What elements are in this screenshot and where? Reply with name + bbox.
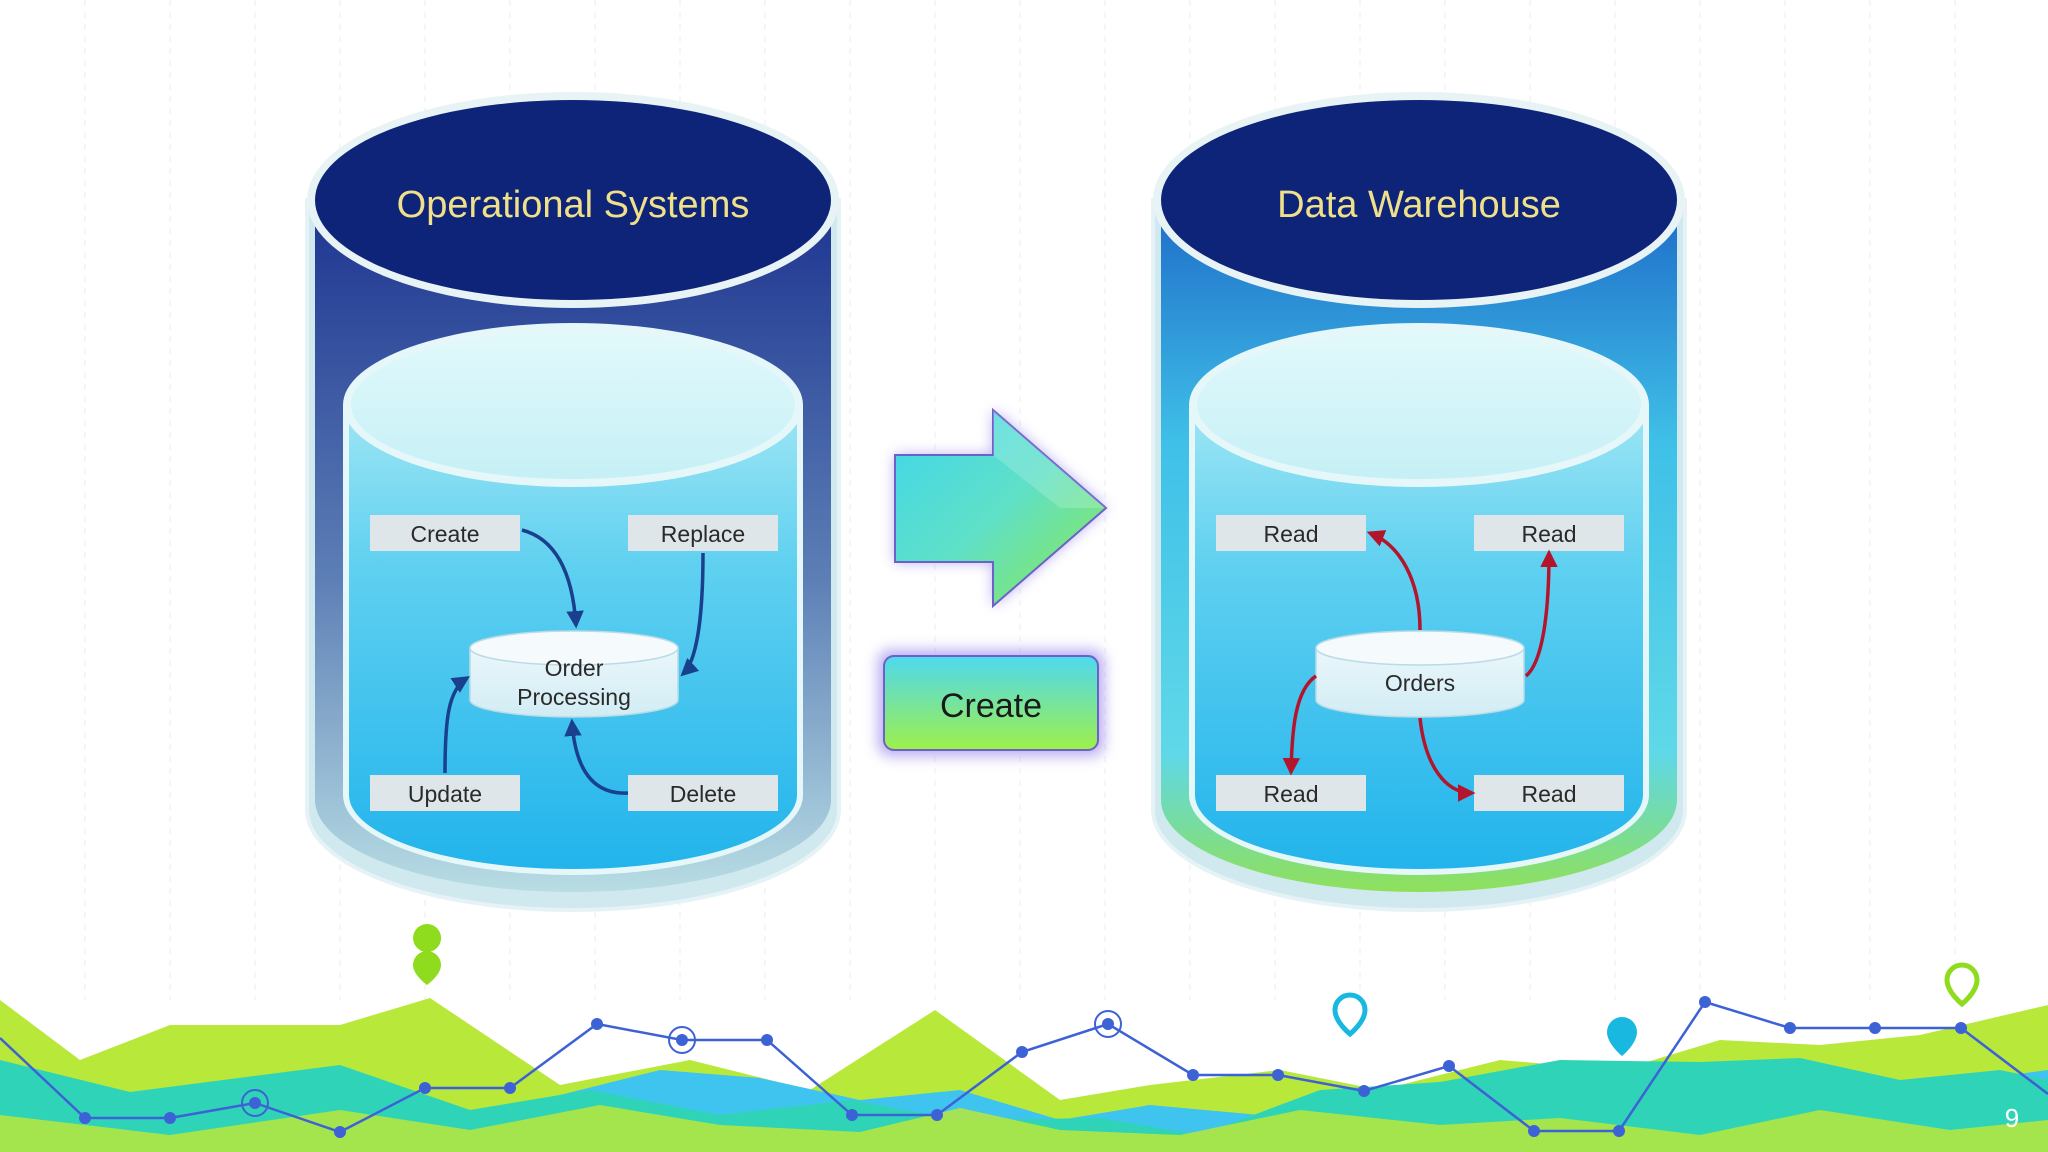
create-button-label: Create xyxy=(940,687,1042,725)
operational-systems-cap xyxy=(315,100,831,300)
read-box-top-left-label: Read xyxy=(1264,521,1319,547)
pin-cyan-outline-icon xyxy=(1332,992,1368,1038)
footer-decoration: 9 xyxy=(0,924,2048,1152)
delete-to-order-arrow xyxy=(564,718,629,795)
trend-highlight-rings xyxy=(241,1010,1122,1117)
delete-box: Delete xyxy=(628,775,778,811)
read-box-bottom-right-label: Read xyxy=(1522,781,1577,807)
pin-cyan-filled-icon xyxy=(1607,1017,1637,1056)
operational-systems-title: Operational Systems xyxy=(397,184,750,226)
read-box-top-left: Read xyxy=(1216,515,1366,551)
operational-flow-arrows xyxy=(443,528,705,795)
order-processing-label-2: Processing xyxy=(517,684,631,710)
orders-to-read-bottom-left-arrow xyxy=(1282,674,1318,776)
order-processing-label-1: Order xyxy=(545,655,604,681)
wave-light-green xyxy=(0,1105,2048,1152)
warehouse-read-arrows xyxy=(1282,530,1558,802)
create-to-order-arrow xyxy=(521,528,584,629)
pin-green-icon xyxy=(413,924,442,985)
create-box-label: Create xyxy=(410,521,479,547)
replace-to-order-arrow xyxy=(680,552,705,677)
create-box: Create xyxy=(370,515,520,551)
read-box-bottom-right: Read xyxy=(1474,775,1624,811)
orders-disk: Orders xyxy=(1315,630,1525,718)
update-box-label: Update xyxy=(408,781,482,807)
replace-box: Replace xyxy=(628,515,778,551)
update-box: Update xyxy=(370,775,520,811)
data-warehouse-cap xyxy=(1161,100,1677,300)
create-button[interactable]: Create xyxy=(878,650,1104,756)
orders-to-read-top-right-arrow xyxy=(1524,549,1558,678)
operational-systems-cylinder: Operational Systems Order Processing Cre… xyxy=(305,92,841,912)
pin-green-outline-icon xyxy=(1944,962,1980,1008)
delete-box-label: Delete xyxy=(670,781,736,807)
orders-label: Orders xyxy=(1385,670,1455,696)
update-to-order-arrow xyxy=(443,676,470,774)
transfer-arrow xyxy=(894,407,1108,609)
read-box-top-right-label: Read xyxy=(1522,521,1577,547)
replace-box-label: Replace xyxy=(661,521,745,547)
page-number: 9 xyxy=(2005,1103,2019,1133)
order-processing-disk: Order Processing xyxy=(469,630,679,718)
trend-points xyxy=(79,996,1967,1138)
orders-to-read-top-left-arrow xyxy=(1366,530,1422,631)
data-warehouse-title: Data Warehouse xyxy=(1277,184,1561,226)
orders-to-read-bottom-right-arrow xyxy=(1418,717,1476,802)
read-box-bottom-left-label: Read xyxy=(1264,781,1319,807)
data-warehouse-cylinder: Data Warehouse Orders Read Read Read Rea… xyxy=(1151,92,1687,912)
read-box-bottom-left: Read xyxy=(1216,775,1366,811)
read-box-top-right: Read xyxy=(1474,515,1624,551)
